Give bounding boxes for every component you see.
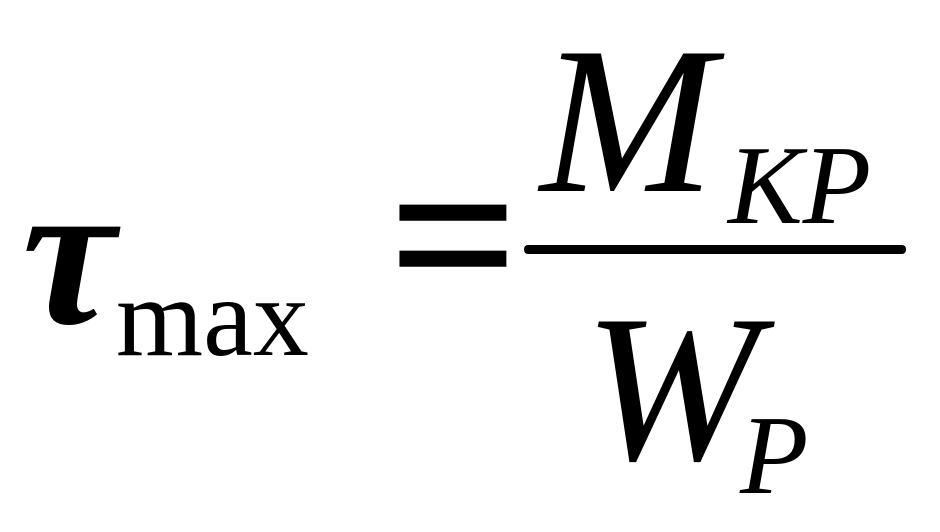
tau-symbol: τ <box>22 137 116 369</box>
fraction-bar <box>524 245 906 254</box>
numerator-symbol: M <box>540 5 715 237</box>
numerator-subscript: KP <box>728 124 872 248</box>
equals-sign: = <box>388 107 520 362</box>
denominator-subscript: P <box>740 394 809 518</box>
denominator-symbol: W <box>584 273 759 505</box>
lhs-subscript: max <box>116 256 309 380</box>
